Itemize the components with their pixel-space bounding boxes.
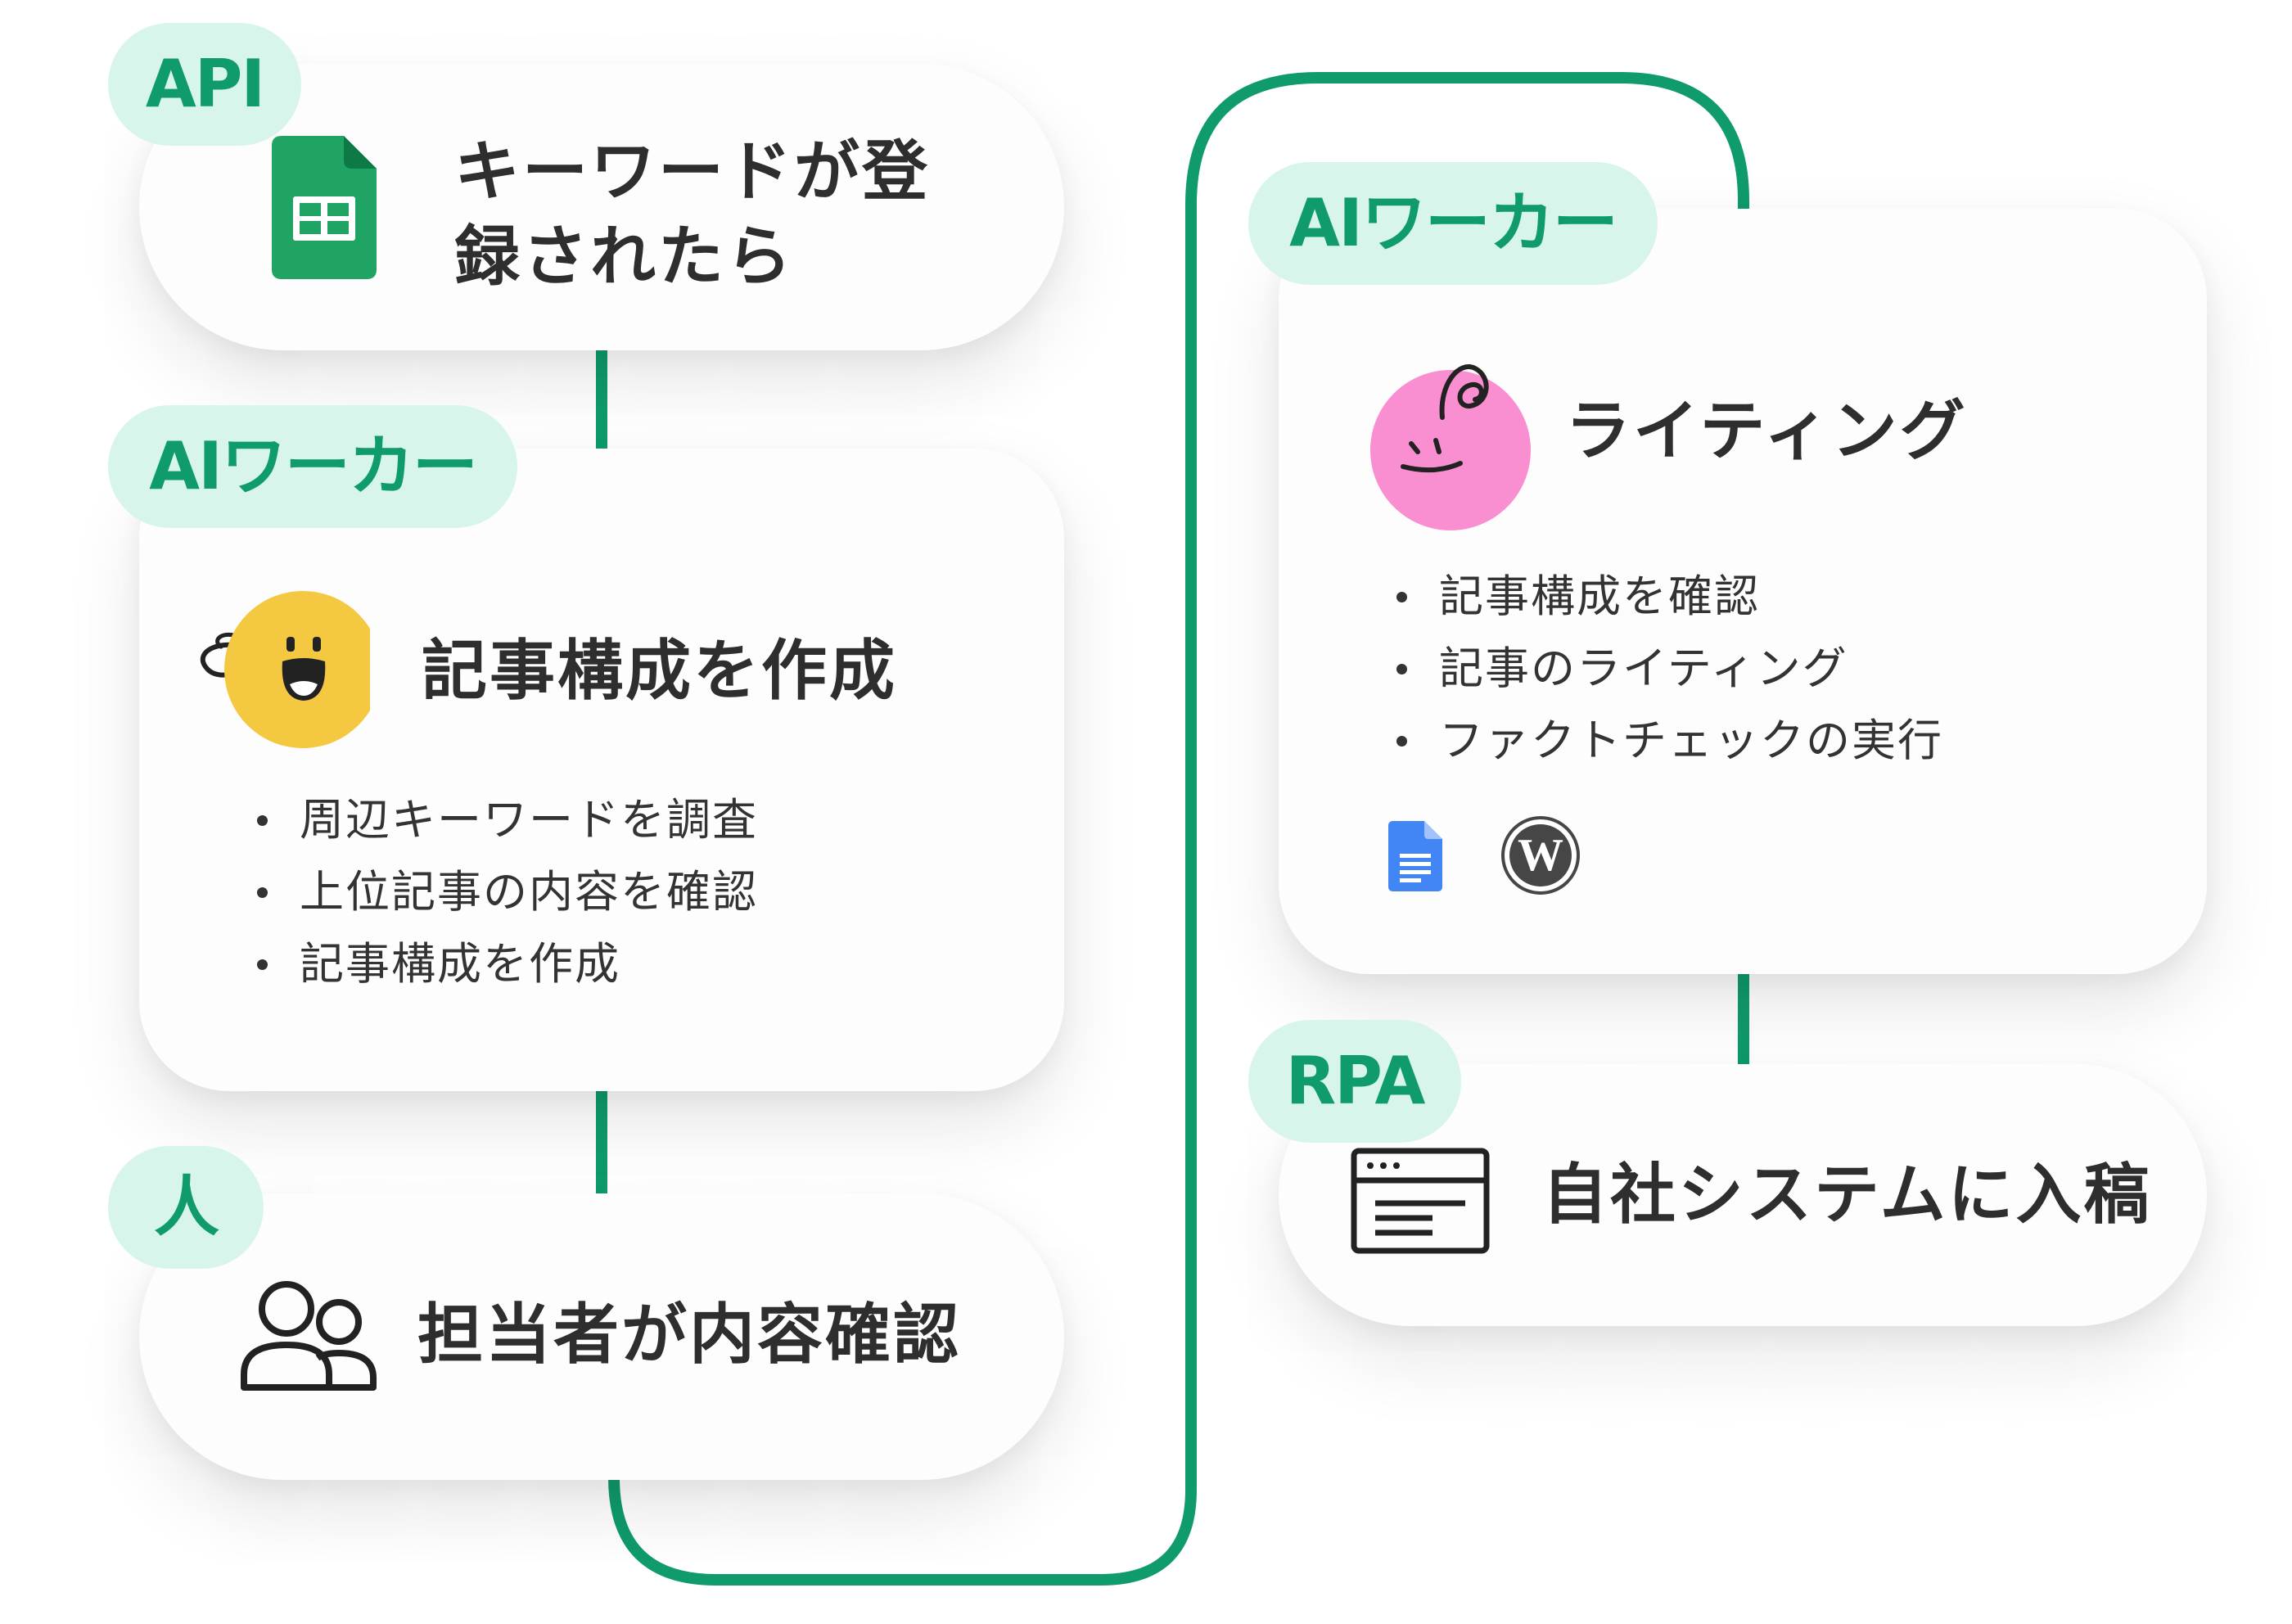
- step-title-writing: ライティング: [1565, 393, 1968, 469]
- tag-human: 人: [108, 1146, 264, 1269]
- step-card-structure: 記事構成を作成 周辺キーワードを調査 上位記事の内容を確認 記事構成を作成: [139, 449, 1064, 1091]
- bullet-item: 記事構成を確認: [1393, 561, 1943, 633]
- browser-window-icon: [1351, 1148, 1490, 1254]
- step-bullets-writing: 記事構成を確認 記事のライティング ファクトチェックの実行: [1393, 561, 1943, 777]
- tag-rpa: RPA: [1248, 1020, 1461, 1143]
- step-title-human: 担当者が内容確認: [417, 1297, 961, 1373]
- step-title-api: キーワードが登 録されたら: [454, 133, 930, 295]
- step-title-structure: 記事構成を作成: [422, 633, 897, 709]
- bullet-item: 記事構成を作成: [254, 928, 758, 1000]
- yellow-character-avatar: [190, 588, 381, 751]
- bullet-item: 周辺キーワードを調査: [254, 784, 758, 856]
- bullet-item: ファクトチェックの実行: [1393, 705, 1943, 777]
- step-card-writing: ライティング 記事構成を確認 記事のライティング ファクトチェックの実行 W: [1279, 209, 2207, 974]
- step-bullets-structure: 周辺キーワードを調査 上位記事の内容を確認 記事構成を作成: [254, 784, 758, 1000]
- tag-api: API: [108, 23, 301, 146]
- bullet-item: 上位記事の内容を確認: [254, 856, 758, 928]
- svg-text:W: W: [1518, 830, 1563, 881]
- wordpress-icon: W: [1501, 816, 1580, 895]
- connector-human-to-writing: [608, 72, 1749, 1586]
- people-icon: [239, 1279, 378, 1394]
- pink-character-avatar: [1369, 352, 1541, 532]
- bullet-item: 記事のライティング: [1393, 633, 1943, 705]
- step-card-human: 担当者が内容確認: [139, 1193, 1064, 1480]
- tag-ai-worker-writing: AIワーカー: [1248, 162, 1658, 285]
- tag-ai-worker-structure: AIワーカー: [108, 405, 517, 528]
- step-title-rpa: 自社システムに入稿: [1542, 1157, 2152, 1233]
- google-sheets-icon: [272, 136, 377, 279]
- google-docs-icon: [1388, 821, 1442, 891]
